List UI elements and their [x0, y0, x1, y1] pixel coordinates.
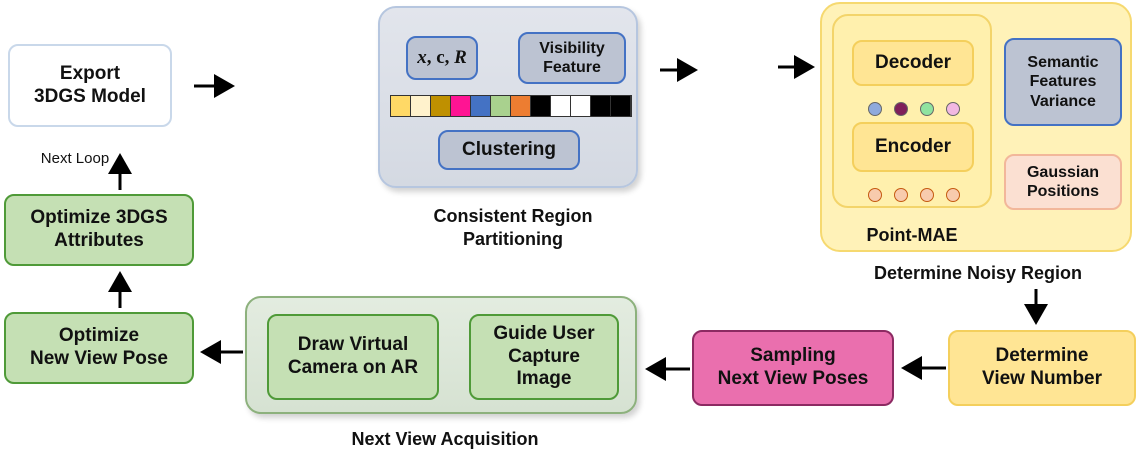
- semantic-variance-label: Semantic Features Variance: [1027, 54, 1099, 110]
- partition-panel: x, c, R Visibility Feature Clustering: [378, 6, 638, 188]
- next-view-acquisition-panel: Draw Virtual Camera on AR Guide User Cap…: [245, 296, 637, 414]
- guide-user-capture-label: Guide User Capture Image: [493, 322, 595, 390]
- optimize-view-pose-label: Optimize New View Pose: [30, 325, 168, 369]
- color-swatch: [551, 96, 571, 116]
- token-dot: [920, 102, 934, 116]
- clustering-label: Clustering: [462, 138, 556, 160]
- color-swatch: [391, 96, 411, 116]
- r-symbol: R: [454, 46, 467, 68]
- encoder-tokens: [868, 188, 964, 204]
- semantic-variance-box: Semantic Features Variance: [1004, 38, 1122, 126]
- visibility-feature-label: Visibility Feature: [539, 39, 605, 76]
- color-swatch: [431, 96, 451, 116]
- encoder-box: Encoder: [852, 122, 974, 172]
- optimize-view-pose-box: Optimize New View Pose: [4, 312, 194, 384]
- point-mae-label: Point-MAE: [866, 225, 958, 245]
- next-view-acquisition-title: Next View Acquisition: [351, 429, 539, 449]
- determine-view-number-label: Determine View Number: [981, 345, 1103, 389]
- xcr-box: x, c, R: [406, 36, 478, 80]
- noisy-region-title: Determine Noisy Region: [873, 263, 1083, 283]
- feature-color-strip: [390, 95, 632, 117]
- token-dot: [894, 102, 908, 116]
- decoder-tokens: [868, 102, 964, 118]
- token-dot: [946, 188, 960, 202]
- sampling-poses-box: Sampling Next View Poses: [692, 330, 894, 406]
- token-dot: [946, 102, 960, 116]
- decoder-label: Decoder: [874, 51, 952, 73]
- clustering-box: Clustering: [438, 130, 580, 170]
- visibility-feature-box: Visibility Feature: [518, 32, 626, 84]
- token-dot: [894, 188, 908, 202]
- sampling-poses-label: Sampling Next View Poses: [717, 345, 869, 389]
- color-swatch: [571, 96, 591, 116]
- token-dot: [868, 188, 882, 202]
- decoder-box: Decoder: [852, 40, 974, 86]
- encoder-label: Encoder: [874, 135, 952, 157]
- color-swatch: [451, 96, 471, 116]
- noisy-region-panel: Decoder Encoder Point-MAE Semantic Featu…: [820, 2, 1132, 252]
- draw-virtual-camera-box: Draw Virtual Camera on AR: [267, 314, 439, 400]
- determine-view-number-box: Determine View Number: [948, 330, 1136, 406]
- color-swatch: [611, 96, 631, 116]
- color-swatch: [531, 96, 551, 116]
- color-swatch: [491, 96, 511, 116]
- token-dot: [868, 102, 882, 116]
- gaussian-positions-label: Gaussian Positions: [1026, 163, 1100, 200]
- color-swatch: [471, 96, 491, 116]
- point-mae-inner-panel: Decoder Encoder: [832, 14, 992, 208]
- color-swatch: [511, 96, 531, 116]
- optimize-attributes-label: Optimize 3DGS Attributes: [30, 207, 168, 251]
- draw-virtual-camera-label: Draw Virtual Camera on AR: [287, 334, 419, 378]
- x-symbol: x: [417, 46, 427, 68]
- c-symbol: c: [436, 46, 445, 68]
- color-swatch: [591, 96, 611, 116]
- partition-title: Consistent Region Partitioning: [433, 206, 593, 249]
- guide-user-capture-box: Guide User Capture Image: [469, 314, 619, 400]
- export-3dgs-model-box: Export 3DGS Model: [8, 44, 172, 127]
- token-dot: [920, 188, 934, 202]
- next-loop-label: Next Loop: [40, 150, 110, 167]
- color-swatch: [411, 96, 431, 116]
- gaussian-positions-box: Gaussian Positions: [1004, 154, 1122, 210]
- optimize-attributes-box: Optimize 3DGS Attributes: [4, 194, 194, 266]
- export-label: Export 3DGS Model: [34, 62, 146, 107]
